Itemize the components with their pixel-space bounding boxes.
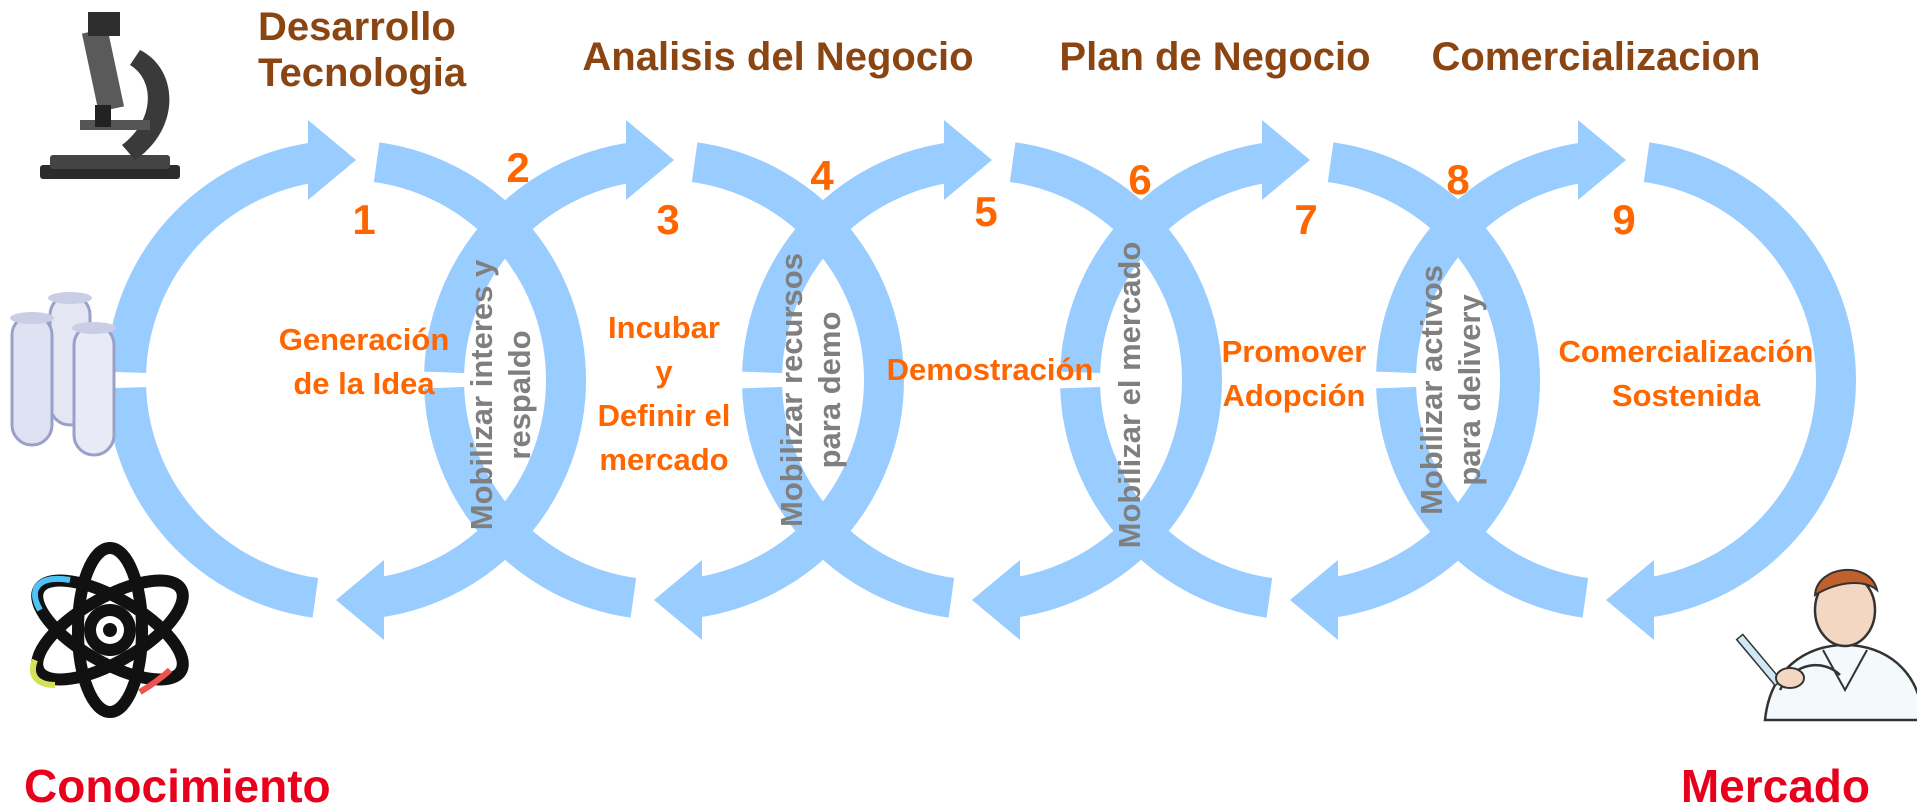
atom-icon xyxy=(29,542,189,718)
step-label-line: Sostenida xyxy=(1612,378,1761,413)
ring-arc-bottom xyxy=(424,386,637,618)
step-label-line: Demostración xyxy=(887,352,1094,387)
ring-arc-bottom xyxy=(1060,386,1273,618)
transition-number: 8 xyxy=(1446,156,1469,203)
cycle-ring-4 xyxy=(1060,120,1540,640)
arrowhead-right xyxy=(1262,120,1310,200)
step-label-line: de la Idea xyxy=(293,366,435,401)
arrowhead-left xyxy=(1606,560,1654,640)
step-number: 7 xyxy=(1294,196,1317,243)
transition-label-line: Mobilizar interes y xyxy=(464,259,499,530)
arrowhead-left xyxy=(336,560,384,640)
ring-arc-right xyxy=(1327,142,1540,618)
step-label: Generación de la Idea xyxy=(279,322,450,401)
ring-arc-top xyxy=(106,142,319,374)
step-label-line: Promover xyxy=(1222,334,1367,369)
cycle-ring-2 xyxy=(424,120,904,640)
step-label-line: y xyxy=(655,354,673,389)
end-label: Mercado xyxy=(1681,760,1870,807)
transition-label-line: respaldo xyxy=(502,330,537,459)
transition-number: 6 xyxy=(1128,156,1151,203)
step-label-line: Definir el xyxy=(598,398,731,433)
phase-title-line: Tecnologia xyxy=(258,51,467,95)
transition-label-line: Mobilizar recursos xyxy=(774,253,809,527)
phase-title-line: Comercializacion xyxy=(1431,35,1760,79)
cycle-ring-3 xyxy=(742,120,1222,640)
arrowhead-right xyxy=(1578,120,1626,200)
ring-arc-bottom xyxy=(742,386,955,618)
arrowhead-right xyxy=(308,120,356,200)
start-label: Conocimiento xyxy=(24,760,331,807)
scientist-icon xyxy=(1735,568,1917,722)
ring-arc-bottom xyxy=(106,386,319,618)
cycle-ring-1 xyxy=(106,120,586,640)
ring-arc-right xyxy=(1643,142,1856,618)
transition-label: Mobilizar activospara delivery xyxy=(1414,265,1487,515)
step-number: 9 xyxy=(1612,196,1635,243)
transition-label-line: Mobilizar el mercado xyxy=(1112,242,1147,549)
phase-title-line: Analisis del Negocio xyxy=(582,35,973,79)
transition-label: Mobilizar recursospara demo xyxy=(774,253,847,527)
arrowhead-right xyxy=(626,120,674,200)
arrowhead-left xyxy=(1290,560,1338,640)
step-label-line: Comercialización xyxy=(1559,334,1814,369)
transition-label-line: para demo xyxy=(812,312,847,469)
transition-number: 2 xyxy=(506,144,529,191)
ring-arc-bottom xyxy=(1376,386,1589,618)
cycle-rings xyxy=(106,120,1856,640)
ring-arc-top xyxy=(424,142,637,374)
phase-title-line: Plan de Negocio xyxy=(1059,35,1370,79)
ring-arc-top xyxy=(1060,142,1273,374)
ring-arc-right xyxy=(691,142,904,618)
test-tubes-icon xyxy=(10,292,116,457)
step-label-line: Incubar xyxy=(608,310,720,345)
transition-label-line: para delivery xyxy=(1452,294,1487,486)
transition-label-line: Mobilizar activos xyxy=(1414,265,1449,515)
step-number: 1 xyxy=(352,196,375,243)
arrowhead-right xyxy=(944,120,992,200)
microscope-icon xyxy=(40,12,180,179)
phase-title: Comercializacion xyxy=(1431,35,1760,79)
ring-arc-top xyxy=(742,142,955,374)
ring-arc-right xyxy=(1009,142,1222,618)
phase-title: Analisis del Negocio xyxy=(582,35,973,79)
arrowhead-left xyxy=(654,560,702,640)
transition-label: Mobilizar interes yrespaldo xyxy=(464,259,537,530)
ring-arc-top xyxy=(1376,142,1589,374)
phase-title: Plan de Negocio xyxy=(1059,35,1370,79)
icons-layer xyxy=(10,12,1917,722)
transition-number: 4 xyxy=(810,152,834,199)
step-number: 3 xyxy=(656,196,679,243)
ring-arc-right xyxy=(373,142,586,618)
step-label-line: Generación xyxy=(279,322,450,357)
step-number: 5 xyxy=(974,188,997,235)
step-label: Demostración xyxy=(887,352,1094,387)
phase-title-line: Desarrollo xyxy=(258,5,456,49)
transition-label: Mobilizar el mercado xyxy=(1112,242,1147,549)
cycle-ring-5 xyxy=(1376,120,1856,640)
step-label-line: Adopción xyxy=(1223,378,1366,413)
arrowhead-left xyxy=(972,560,1020,640)
step-label-line: mercado xyxy=(599,442,728,477)
